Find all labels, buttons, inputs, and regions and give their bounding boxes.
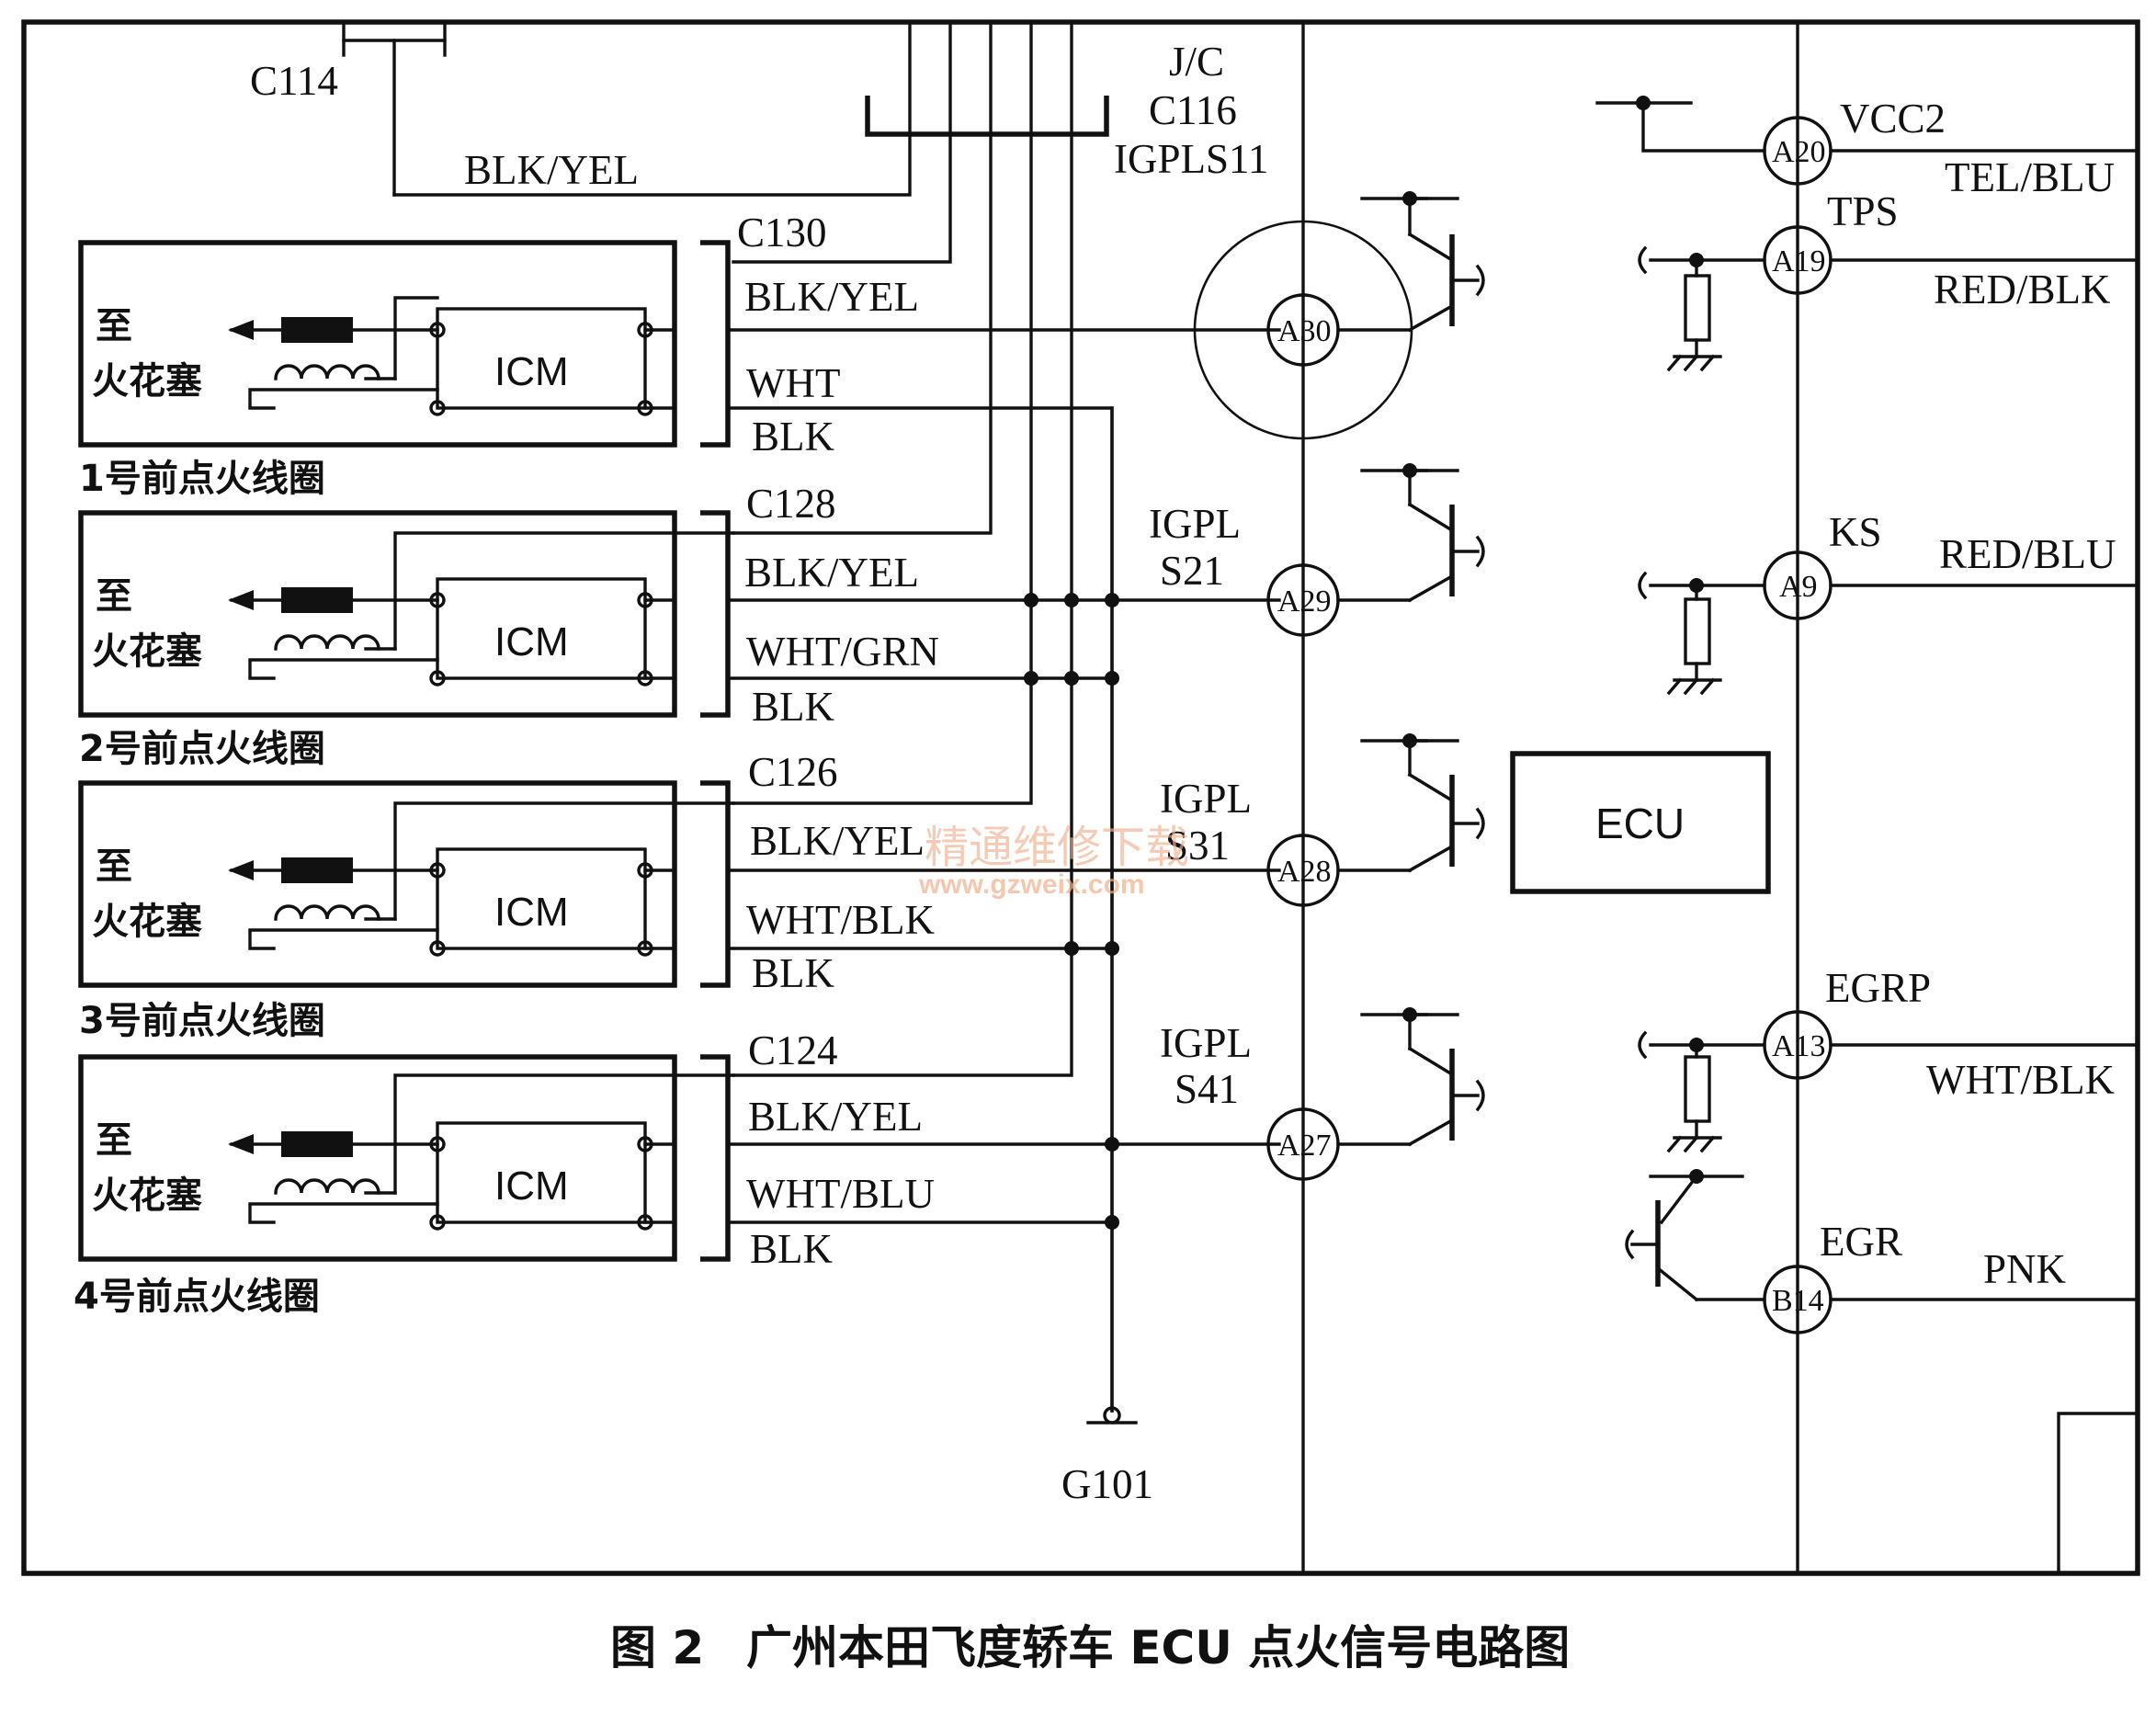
coil2-to-label: 至 (96, 575, 132, 618)
ks-sensor-resistor (1638, 571, 1766, 696)
coil1-wire-3: BLK (752, 414, 835, 460)
coil2-wire-1: BLK/YEL (744, 550, 919, 596)
coil3-wire-2: WHT/BLK (746, 897, 935, 943)
igpl-s41-line1: IGPL (1160, 1020, 1252, 1066)
bus-wire-c130 (732, 132, 952, 264)
ignition-coil-2 (78, 510, 735, 718)
ignition-coil-3 (78, 780, 735, 988)
coil4-icm-label: ICM (494, 1163, 569, 1209)
label-g101: G101 (1061, 1461, 1153, 1507)
coil2-wire-3: BLK (752, 684, 835, 730)
pin-a20-label: A20 (1772, 135, 1826, 169)
pin-a29-label: A29 (1277, 585, 1332, 619)
label-tps-wire: RED/BLK (1934, 267, 2111, 312)
pin-a13-label: A13 (1772, 1029, 1826, 1063)
egr-driver-transistor (1625, 1169, 1766, 1302)
coil4-spark-plug-label: 火花塞 (92, 1175, 202, 1217)
figure-number: 图 2 (610, 1621, 704, 1674)
igpl-s31-line1: IGPL (1160, 776, 1252, 822)
label-egrp: EGRP (1825, 965, 1931, 1011)
coil3-caption: 3号前点火线圈 (79, 1000, 325, 1042)
label-c114: C114 (250, 58, 338, 104)
label-jc-3: IGPLS11 (1114, 136, 1268, 182)
pin-a30-label: A30 (1277, 314, 1332, 348)
figure-title: 广州本田飞度轿车 ECU 点火信号电路图 (746, 1621, 1570, 1674)
watermark-url: www.gzweix.com (918, 869, 1145, 900)
corner-notch (2057, 1412, 2139, 1573)
coil3-spark-plug-label: 火花塞 (92, 901, 202, 943)
coil4-wire-3: BLK (750, 1226, 834, 1272)
transistor-a30 (1336, 191, 1485, 333)
vcc2-supply (1595, 96, 1766, 153)
coil2-spark-plug-label: 火花塞 (92, 630, 202, 673)
label-ks: KS (1829, 509, 1882, 555)
coil1-wire-2: WHT (746, 360, 840, 406)
label-top-blk-yel: BLK/YEL (464, 147, 639, 193)
label-c128: C128 (746, 481, 836, 527)
bus-wire-c126 (732, 132, 1033, 805)
label-vcc2: VCC2 (1840, 96, 1946, 142)
label-ks-wire: RED/BLU (1939, 531, 2116, 577)
egrp-sensor-resistor (1638, 1030, 1766, 1153)
coil4-bracket (700, 1054, 731, 1262)
ground-g101 (1086, 1406, 1138, 1425)
label-egr-wire: PNK (1983, 1246, 2067, 1292)
coil3-bracket (700, 780, 731, 988)
ignition-coil-1 (78, 240, 677, 448)
transistor-a27 (1336, 1007, 1485, 1147)
label-vcc2-wire: TEL/BLU (1945, 154, 2115, 200)
tps-sensor-resistor (1638, 245, 1766, 372)
coil3-to-label: 至 (96, 846, 132, 888)
pin-a27-label: A27 (1277, 1129, 1332, 1163)
label-jc-2: C116 (1149, 87, 1237, 133)
pin-a28-label: A28 (1277, 855, 1332, 889)
coil2-icm-label: ICM (494, 619, 569, 664)
pin-b14-label: B14 (1772, 1284, 1824, 1318)
diagram-frame (21, 19, 2140, 1576)
pin-a9-label: A9 (1779, 570, 1818, 604)
bus-wire-c124 (732, 132, 1073, 1077)
label-c126: C126 (748, 749, 838, 795)
coil2-caption: 2号前点火线圈 (79, 728, 325, 770)
coil4-to-label: 至 (96, 1119, 132, 1162)
pin-a19-label: A19 (1772, 244, 1826, 278)
label-tps: TPS (1827, 188, 1899, 234)
coil1-icm-label: ICM (494, 349, 569, 394)
junction-connector-c116 (865, 24, 1109, 137)
coil2-bracket (700, 510, 731, 718)
coil3-icm-label: ICM (494, 890, 569, 935)
coil1-ground-wire (726, 406, 1114, 1413)
bus-wire-c128 (732, 132, 993, 535)
connector-c114 (342, 24, 447, 197)
transistor-a29 (1336, 463, 1485, 603)
igpl-s31-line2: S31 (1165, 823, 1230, 868)
igpl-s41-line2: S41 (1174, 1066, 1239, 1112)
label-c130: C130 (737, 210, 827, 255)
coil3-wire-1: BLK/YEL (750, 818, 925, 864)
junction-dots (1024, 593, 1119, 1230)
label-jc-1: J/C (1169, 39, 1224, 85)
wire-top-blk-yel (392, 136, 912, 197)
label-egrp-wire: WHT/BLK (1926, 1057, 2115, 1103)
coil4-caption: 4号前点火线圈 (74, 1276, 320, 1318)
coil1-to-label: 至 (96, 305, 132, 347)
ecu-box (1510, 751, 1771, 894)
label-c124: C124 (748, 1027, 838, 1073)
label-egr: EGR (1820, 1219, 1902, 1265)
igpl-s21-line2: S21 (1160, 548, 1224, 594)
transistor-a28 (1336, 733, 1485, 873)
coil2-wire-2: WHT/GRN (746, 629, 939, 675)
ecu-box-label: ECU (1595, 800, 1685, 847)
coil1-spark-plug-label: 火花塞 (92, 360, 202, 403)
watermark-cn: 精通维修下载 (925, 822, 1189, 873)
coil1-wire-1: BLK/YEL (744, 274, 919, 320)
coil1-caption: 1号前点火线圈 (79, 458, 325, 500)
coil3-wire-3: BLK (752, 950, 835, 996)
coil4-wire-2: WHT/BLU (746, 1171, 935, 1217)
ignition-coil-4 (78, 1054, 735, 1262)
coil1-bracket (700, 240, 731, 448)
coil4-wire-1: BLK/YEL (748, 1094, 923, 1140)
igpl-s21-line1: IGPL (1149, 501, 1241, 547)
